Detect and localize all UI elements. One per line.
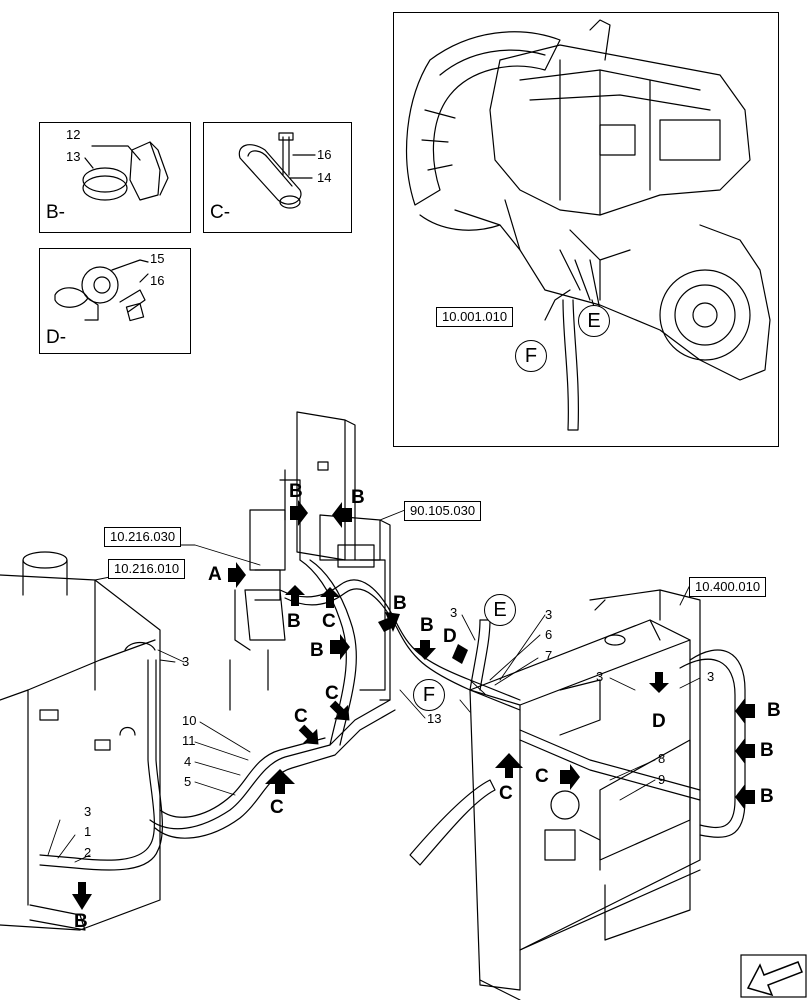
arrow-letter-b-2: B	[351, 487, 365, 508]
detail-box-c-label: C-	[210, 202, 231, 223]
detail-box-d-label: D-	[46, 327, 67, 348]
part-number-6: 6	[545, 627, 553, 642]
part-number-3-tank: 3	[182, 654, 190, 669]
part-label-15: 15	[150, 251, 165, 266]
arrow-letter-b-4: B	[310, 640, 324, 661]
engine-callout-f[interactable]: F	[515, 340, 547, 372]
part-number-7: 7	[545, 648, 553, 663]
clamp-d-drawing	[54, 259, 149, 322]
main-callout-e[interactable]: E	[484, 594, 516, 626]
arrow-letter-b-5: B	[393, 593, 407, 614]
part-number-4: 4	[184, 754, 192, 769]
detail-box-b	[39, 122, 191, 233]
arrow-letter-b-10: B	[760, 786, 774, 807]
cooler-drawing	[409, 589, 701, 1000]
main-callout-f[interactable]: F	[413, 679, 445, 711]
detail-box-d	[39, 248, 191, 354]
detail-box-b-label: B-	[46, 202, 65, 223]
view-direction-icon	[740, 954, 807, 998]
part-number-8: 8	[658, 751, 666, 766]
part-number-10: 10	[182, 713, 197, 728]
filter-assembly-drawing	[229, 411, 391, 711]
arrow-letter-c-1: C	[322, 611, 336, 632]
part-label-14: 14	[317, 170, 332, 185]
arrow-letter-c-3: C	[294, 706, 308, 727]
part-number-3-left: 3	[84, 804, 92, 819]
arrow-pointers	[72, 500, 755, 910]
arrow-letter-b-6: B	[420, 615, 434, 636]
part-number-3-right: 3	[545, 607, 553, 622]
ref-label-10-216-010[interactable]: 10.216.010	[108, 559, 186, 579]
clamp-c-drawing	[238, 132, 316, 209]
ref-label-90-105-030[interactable]: 90.105.030	[404, 501, 482, 521]
arrow-letter-b-3: B	[287, 611, 301, 632]
part-label-13: 13	[66, 149, 81, 164]
arrow-letter-b-7: B	[74, 911, 88, 932]
arrow-letter-b-8: B	[767, 700, 781, 721]
arrow-letter-c-2: C	[325, 683, 339, 704]
part-number-3-cooler-right: 3	[707, 669, 715, 684]
ref-label-10-400-010[interactable]: 10.400.010	[689, 577, 767, 597]
arrow-letter-c-5: C	[499, 783, 513, 804]
arrow-letter-c-4: C	[270, 797, 284, 818]
detail-box-c	[203, 122, 352, 233]
part-label-16-c: 16	[317, 147, 332, 162]
part-number-5: 5	[184, 774, 192, 789]
part-label-12: 12	[66, 127, 81, 142]
part-number-9: 9	[658, 772, 666, 787]
arrow-letter-d-1: D	[443, 626, 457, 647]
part-number-3-cooler-left: 3	[596, 669, 604, 684]
engine-ref-label[interactable]: 10.001.010	[436, 307, 514, 327]
part-number-13: 13	[427, 711, 442, 726]
hose-runs	[39, 559, 746, 871]
engine-inset-frame	[393, 12, 779, 447]
clamp-b-drawing	[82, 141, 169, 201]
part-number-3-e: 3	[450, 605, 458, 620]
ref-label-10-216-030[interactable]: 10.216.030	[104, 527, 182, 547]
arrow-letter-d-2: D	[652, 711, 666, 732]
leader-lines	[47, 509, 701, 863]
part-number-2: 2	[84, 845, 92, 860]
arrow-letter-a: A	[208, 564, 222, 585]
arrow-letter-b-1: B	[289, 481, 303, 502]
engine-callout-e[interactable]: E	[578, 305, 610, 337]
arrow-letter-b-9: B	[760, 740, 774, 761]
part-number-1: 1	[84, 824, 92, 839]
engine-drawing	[405, 19, 771, 431]
tank-drawing	[0, 551, 161, 931]
part-number-11: 11	[182, 733, 196, 748]
part-label-16-d: 16	[150, 273, 165, 288]
arrow-letter-c-6: C	[535, 766, 549, 787]
